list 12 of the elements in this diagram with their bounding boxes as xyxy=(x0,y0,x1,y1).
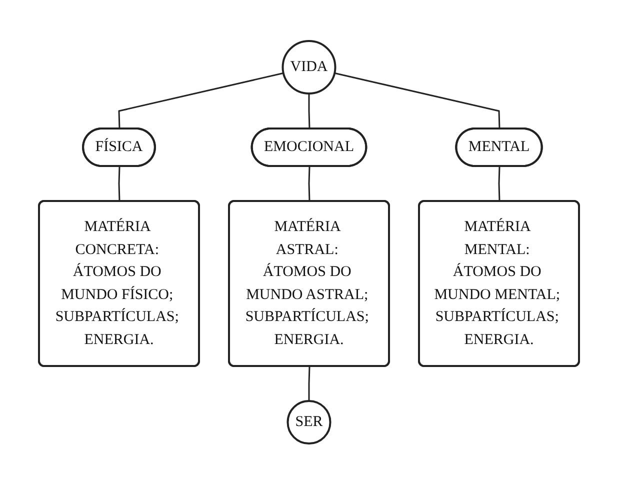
connector xyxy=(308,94,310,130)
connector xyxy=(334,72,500,130)
connector xyxy=(498,166,500,202)
node-circle: VIDA xyxy=(281,40,336,95)
node-circle: SER xyxy=(286,400,331,445)
connector xyxy=(118,166,120,202)
node-text: MATÉRIA ASTRAL: ÁTOMOS DO MUNDO ASTRAL; SUBPARTÍCULAS; ENERGIA. xyxy=(244,219,368,348)
connector xyxy=(308,166,310,202)
connector xyxy=(308,366,310,402)
connector xyxy=(118,72,284,130)
node-text: MATÉRIA MENTAL: ÁTOMOS DO MUNDO MENTAL; SUBPARTÍCULAS; ENERGIA. xyxy=(434,219,560,348)
node-text: MATÉRIA CONCRETA: ÁTOMOS DO MUNDO FÍSICO; SUBPARTÍCULAS; ENERGIA. xyxy=(54,219,178,348)
